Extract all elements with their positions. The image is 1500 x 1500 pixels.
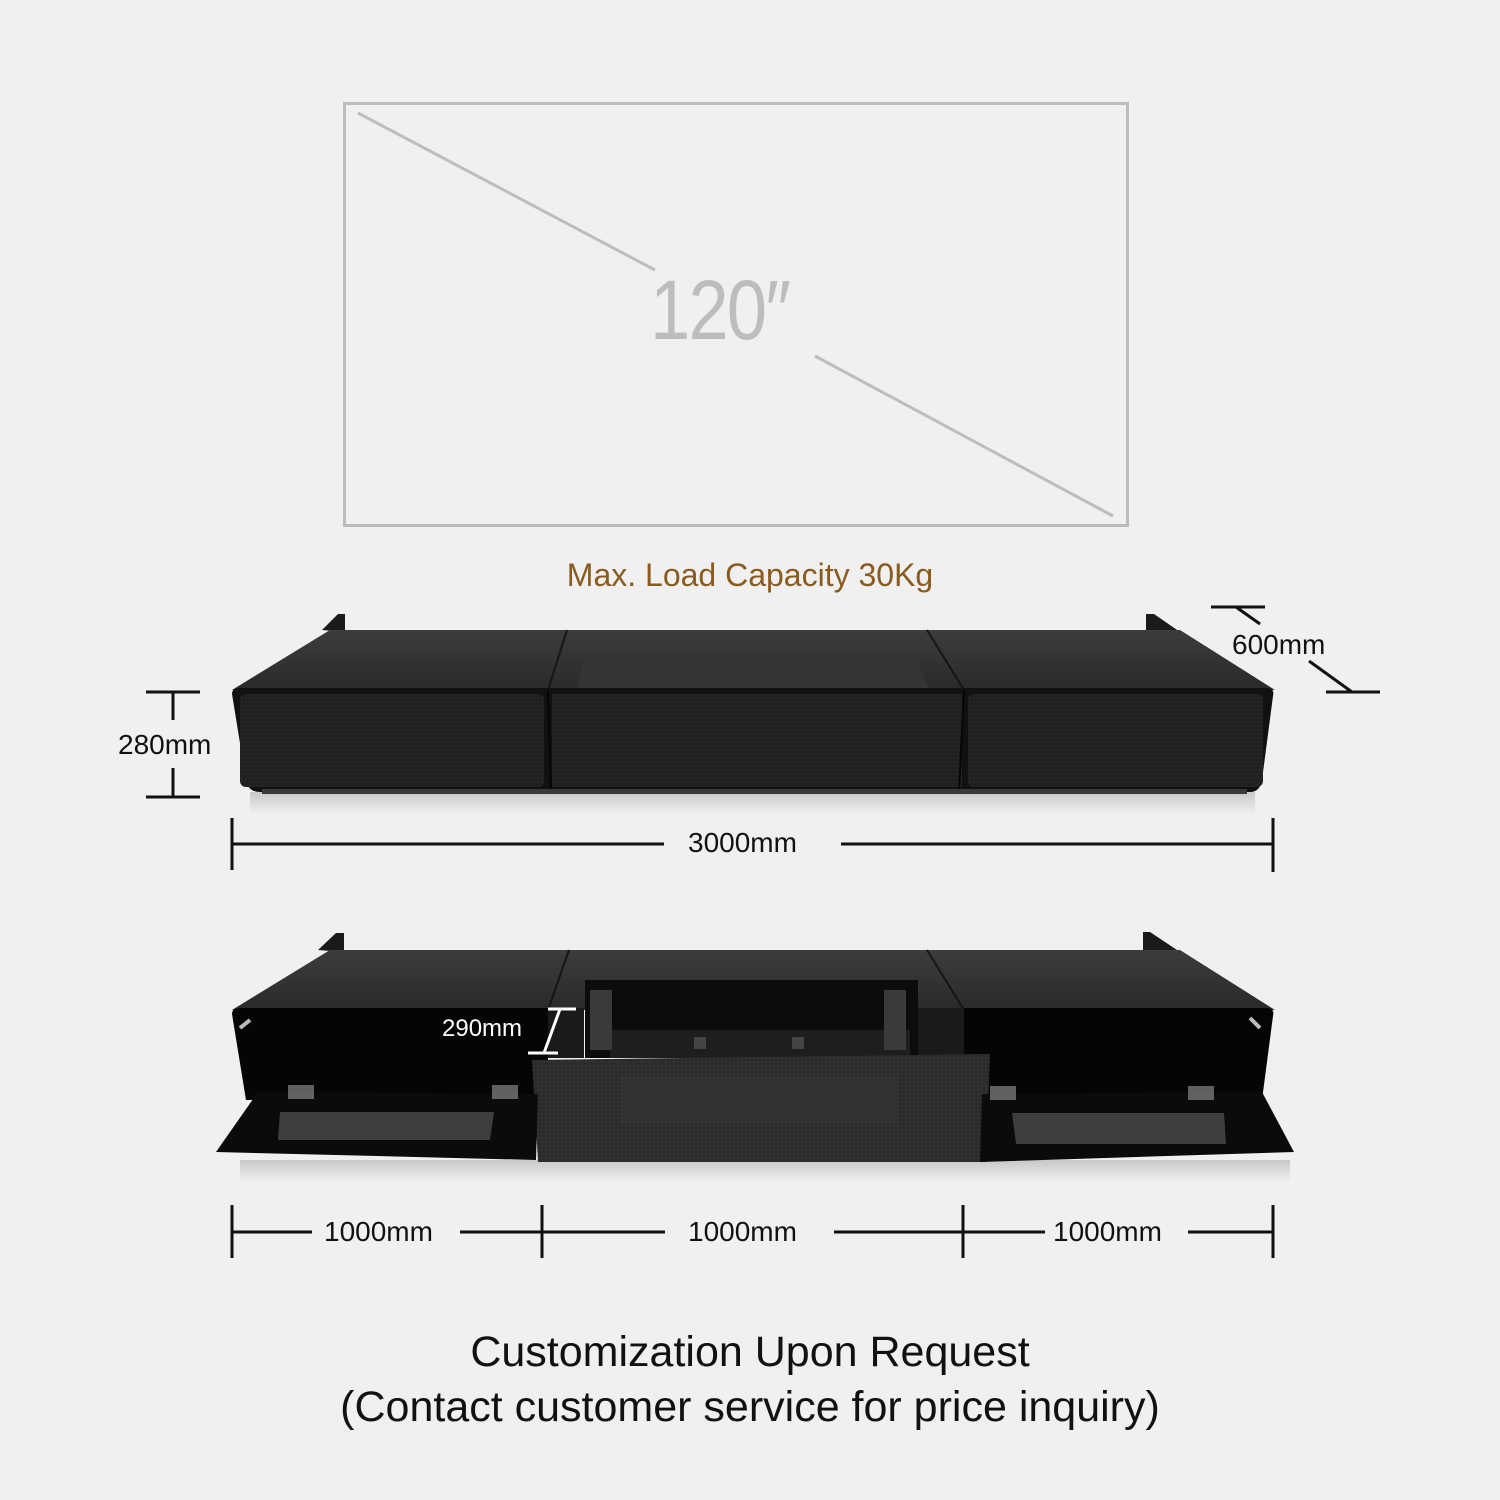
load-capacity-label: Max. Load Capacity 30Kg [566,557,934,593]
drawer-height-dimension [528,1007,576,1055]
height-dimension [146,690,200,799]
width-label: 3000mm [688,827,797,858]
segment-label-right: 1000mm [1053,1216,1162,1247]
segment-dimensions [230,1205,1275,1258]
height-label: 280mm [118,729,212,760]
screen-outline [343,102,1129,527]
segment-label-left: 1000mm [324,1216,433,1247]
depth-dimension [1211,605,1380,694]
width-dimension [230,818,1275,872]
tv-cabinet-open [216,932,1294,1182]
tv-cabinet-closed [232,614,1275,814]
footer-line-1: Customization Upon Request [470,1328,1030,1376]
screen-size-label: 120″ [650,263,791,357]
depth-label: 600mm [1232,629,1326,660]
segment-label-center: 1000mm [688,1216,797,1247]
drawer-height-label: 290mm [442,1015,523,1042]
footer-line-2: (Contact customer service for price inqu… [340,1383,1160,1431]
